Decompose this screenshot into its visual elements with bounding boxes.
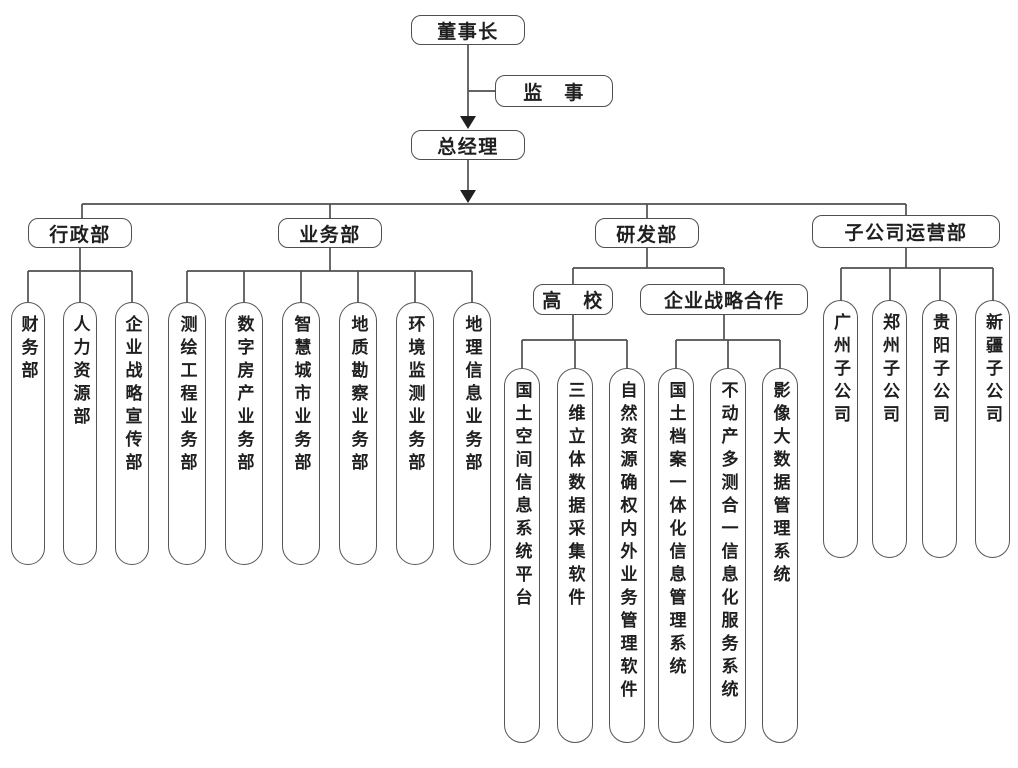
leaf-label: 新疆子公司: [983, 313, 1002, 428]
leaf-label: 广州子公司: [831, 313, 850, 428]
leaf-land-space-info-platform: 国土空间信息系统平台: [504, 368, 540, 743]
leaf-geological-survey-dept: 地质勘察业务部: [339, 302, 377, 565]
leaf-label: 测绘工程业务部: [177, 315, 197, 476]
leaf-environmental-monitoring-dept: 环境监测业务部: [396, 302, 434, 565]
leaf-label: 三维立体数据采集软件: [565, 381, 585, 611]
leaf-label: 财务部: [18, 315, 38, 384]
leaf-xinjiang-subsidiary: 新疆子公司: [975, 300, 1010, 558]
leaf-land-archives-info-system: 国土档案一体化信息管理系统: [658, 368, 694, 743]
leaf-label: 贵阳子公司: [930, 313, 949, 428]
node-dept-rd: 研发部: [595, 218, 699, 248]
leaf-label: 人力资源部: [70, 315, 90, 430]
leaf-label: 国土档案一体化信息管理系统: [666, 381, 686, 680]
leaf-smart-city-dept: 智慧城市业务部: [282, 302, 320, 565]
leaf-label: 不动产多测合一信息化服务系统: [718, 381, 738, 703]
node-group-university: 高 校: [533, 284, 613, 315]
leaf-label: 地理信息业务部: [462, 315, 482, 476]
node-chairman: 董事长: [411, 15, 525, 45]
leaf-strategy-publicity-dept: 企业战略宣传部: [115, 302, 149, 565]
node-group-enterprise-coop: 企业战略合作: [640, 284, 808, 315]
leaf-guiyang-subsidiary: 贵阳子公司: [922, 300, 957, 558]
leaf-surveying-engineering-dept: 测绘工程业务部: [168, 302, 206, 565]
node-dept-admin: 行政部: [28, 218, 132, 248]
leaf-image-big-data-system: 影像大数据管理系统: [762, 368, 798, 743]
node-dept-business: 业务部: [278, 218, 382, 248]
leaf-geographic-info-dept: 地理信息业务部: [453, 302, 491, 565]
leaf-natural-resources-confirmation-software: 自然资源确权内外业务管理软件: [609, 368, 645, 743]
node-dept-subsidiary-ops: 子公司运营部: [812, 215, 1000, 248]
leaf-digital-real-estate-dept: 数字房产业务部: [225, 302, 263, 565]
leaf-label: 地质勘察业务部: [348, 315, 368, 476]
leaf-label: 国土空间信息系统平台: [512, 381, 532, 611]
leaf-finance-dept: 财务部: [11, 302, 45, 565]
leaf-3d-data-collection-software: 三维立体数据采集软件: [557, 368, 593, 743]
leaf-label: 郑州子公司: [880, 313, 899, 428]
leaf-label: 企业战略宣传部: [122, 315, 142, 476]
node-general-manager: 总经理: [411, 130, 525, 160]
node-supervisor: 监 事: [495, 75, 613, 107]
leaf-zhengzhou-subsidiary: 郑州子公司: [872, 300, 907, 558]
leaf-label: 环境监测业务部: [405, 315, 425, 476]
leaf-real-estate-multi-survey-system: 不动产多测合一信息化服务系统: [710, 368, 746, 743]
leaf-label: 智慧城市业务部: [291, 315, 311, 476]
leaf-guangzhou-subsidiary: 广州子公司: [823, 300, 858, 558]
leaf-hr-dept: 人力资源部: [63, 302, 97, 565]
leaf-label: 数字房产业务部: [234, 315, 254, 476]
leaf-label: 自然资源确权内外业务管理软件: [617, 381, 637, 703]
leaf-label: 影像大数据管理系统: [770, 381, 790, 588]
